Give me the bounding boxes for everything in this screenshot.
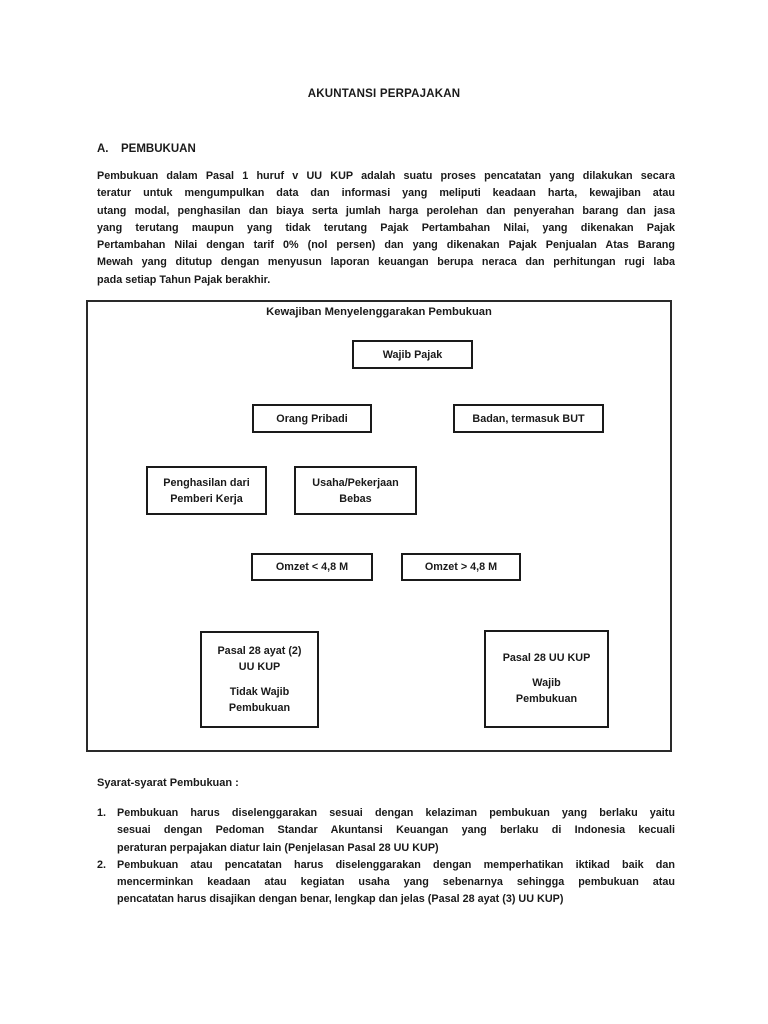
paragraph-line: teratur untuk mengumpulkan data dan info… (97, 187, 675, 200)
box-label: Badan, termasuk BUT (472, 412, 585, 425)
flowchart-box-wajib-pajak: Wajib Pajak (352, 340, 473, 369)
box-label-line: Pembukuan (515, 693, 578, 706)
box-label-line: UU KUP (238, 661, 281, 673)
box-label-group: Wajib Pembukuan (516, 675, 577, 708)
box-label-line: Wajib (532, 676, 561, 689)
flowchart-box-penghasilan-pemberi-kerja: Penghasilan dari Pemberi Kerja (146, 466, 267, 515)
list-item-number: 2. (97, 858, 107, 871)
list-item-line: peraturan perpajakan diatur lain (Penjel… (117, 841, 439, 854)
requirements-list: 1. Pembukuan harus diselenggarakan sesua… (97, 805, 675, 909)
intro-paragraph: Pembukuan dalam Pasal 1 huruf v UU KUP a… (97, 168, 675, 289)
box-label-line: Tidak Wajib (229, 685, 290, 698)
list-item-line: Pembukuan atau pencatatan harus diseleng… (117, 858, 675, 871)
list-item: 2. Pembukuan atau pencatatan harus disel… (97, 857, 675, 909)
box-label-group: Pasal 28 UU KUP (503, 650, 591, 667)
box-label-line: Pasal 28 ayat (2) (217, 644, 302, 657)
box-label-line: Bebas (339, 492, 372, 505)
list-item-text: Pembukuan atau pencatatan harus diseleng… (117, 857, 675, 909)
list-item-text: Pembukuan harus diselenggarakan sesuai d… (117, 805, 675, 857)
paragraph-line: Pertambahan Nilai dengan tarif 0% (nol p… (97, 239, 675, 252)
list-item: 1. Pembukuan harus diselenggarakan sesua… (97, 805, 675, 857)
flowchart-box-omzet-lebih-48m: Omzet > 4,8 M (401, 553, 521, 581)
flowchart-box-usaha-pekerjaan-bebas: Usaha/Pekerjaan Bebas (294, 466, 417, 515)
flowchart-box-pasal-28-wajib: Pasal 28 UU KUP Wajib Pembukuan (484, 630, 609, 728)
flowchart-box-orang-pribadi: Orang Pribadi (252, 404, 372, 433)
flowchart-box-omzet-kurang-48m: Omzet < 4,8 M (251, 553, 373, 581)
box-label-group: Pasal 28 ayat (2) UU KUP (217, 643, 301, 676)
section-title: PEMBUKUAN (121, 143, 196, 155)
box-label: Orang Pribadi (276, 412, 348, 425)
list-item-line: sesuai dengan Pedoman Standar Akuntansi … (117, 824, 675, 837)
flowchart-box-pasal-28-ayat-2-tidak-wajib: Pasal 28 ayat (2) UU KUP Tidak Wajib Pem… (200, 631, 319, 728)
box-label: Omzet > 4,8 M (424, 561, 498, 573)
page-title: AKUNTANSI PERPAJAKAN (307, 88, 461, 100)
paragraph-line: Mewah yang ditutup dengan menyusun lapor… (97, 256, 675, 269)
box-label-line: Pasal 28 UU KUP (502, 652, 591, 665)
box-label: Omzet < 4,8 M (275, 561, 349, 573)
requirements-heading: Syarat-syarat Pembukuan : (97, 777, 239, 789)
list-item-number: 1. (97, 807, 107, 819)
section-heading: A. PEMBUKUAN (97, 143, 196, 155)
list-item-line: mencerminkan keadaan atau kegiatan usaha… (117, 876, 675, 889)
section-letter: A. (97, 143, 109, 155)
flowchart-box-badan-termasuk-but: Badan, termasuk BUT (453, 404, 604, 433)
paragraph-line: utang modal, penghasilan dan biaya serta… (97, 204, 675, 217)
box-label-line: Pembukuan (228, 702, 291, 714)
paragraph-line: pada setiap Tahun Pajak berakhir. (97, 273, 271, 286)
flowchart-kewajiban-pembukuan: Kewajiban Menyelenggarakan Pembukuan Waj… (86, 300, 672, 752)
box-label-line: Penghasilan dari (163, 476, 250, 489)
flowchart-title: Kewajiban Menyelenggarakan Pembukuan (266, 306, 492, 318)
paragraph-line: yang terutang maupun yang tidak terutang… (97, 221, 675, 234)
box-label: Wajib Pajak (382, 348, 443, 361)
list-item-line: Pembukuan harus diselenggarakan sesuai d… (117, 807, 675, 819)
paragraph-line: Pembukuan dalam Pasal 1 huruf v UU KUP a… (97, 170, 675, 182)
list-item-line: pencatatan harus disajikan dengan benar,… (117, 893, 564, 906)
box-label-line: Pemberi Kerja (170, 492, 243, 505)
box-label-line: Usaha/Pekerjaan (312, 476, 399, 489)
box-label-group: Tidak Wajib Pembukuan (229, 684, 290, 717)
